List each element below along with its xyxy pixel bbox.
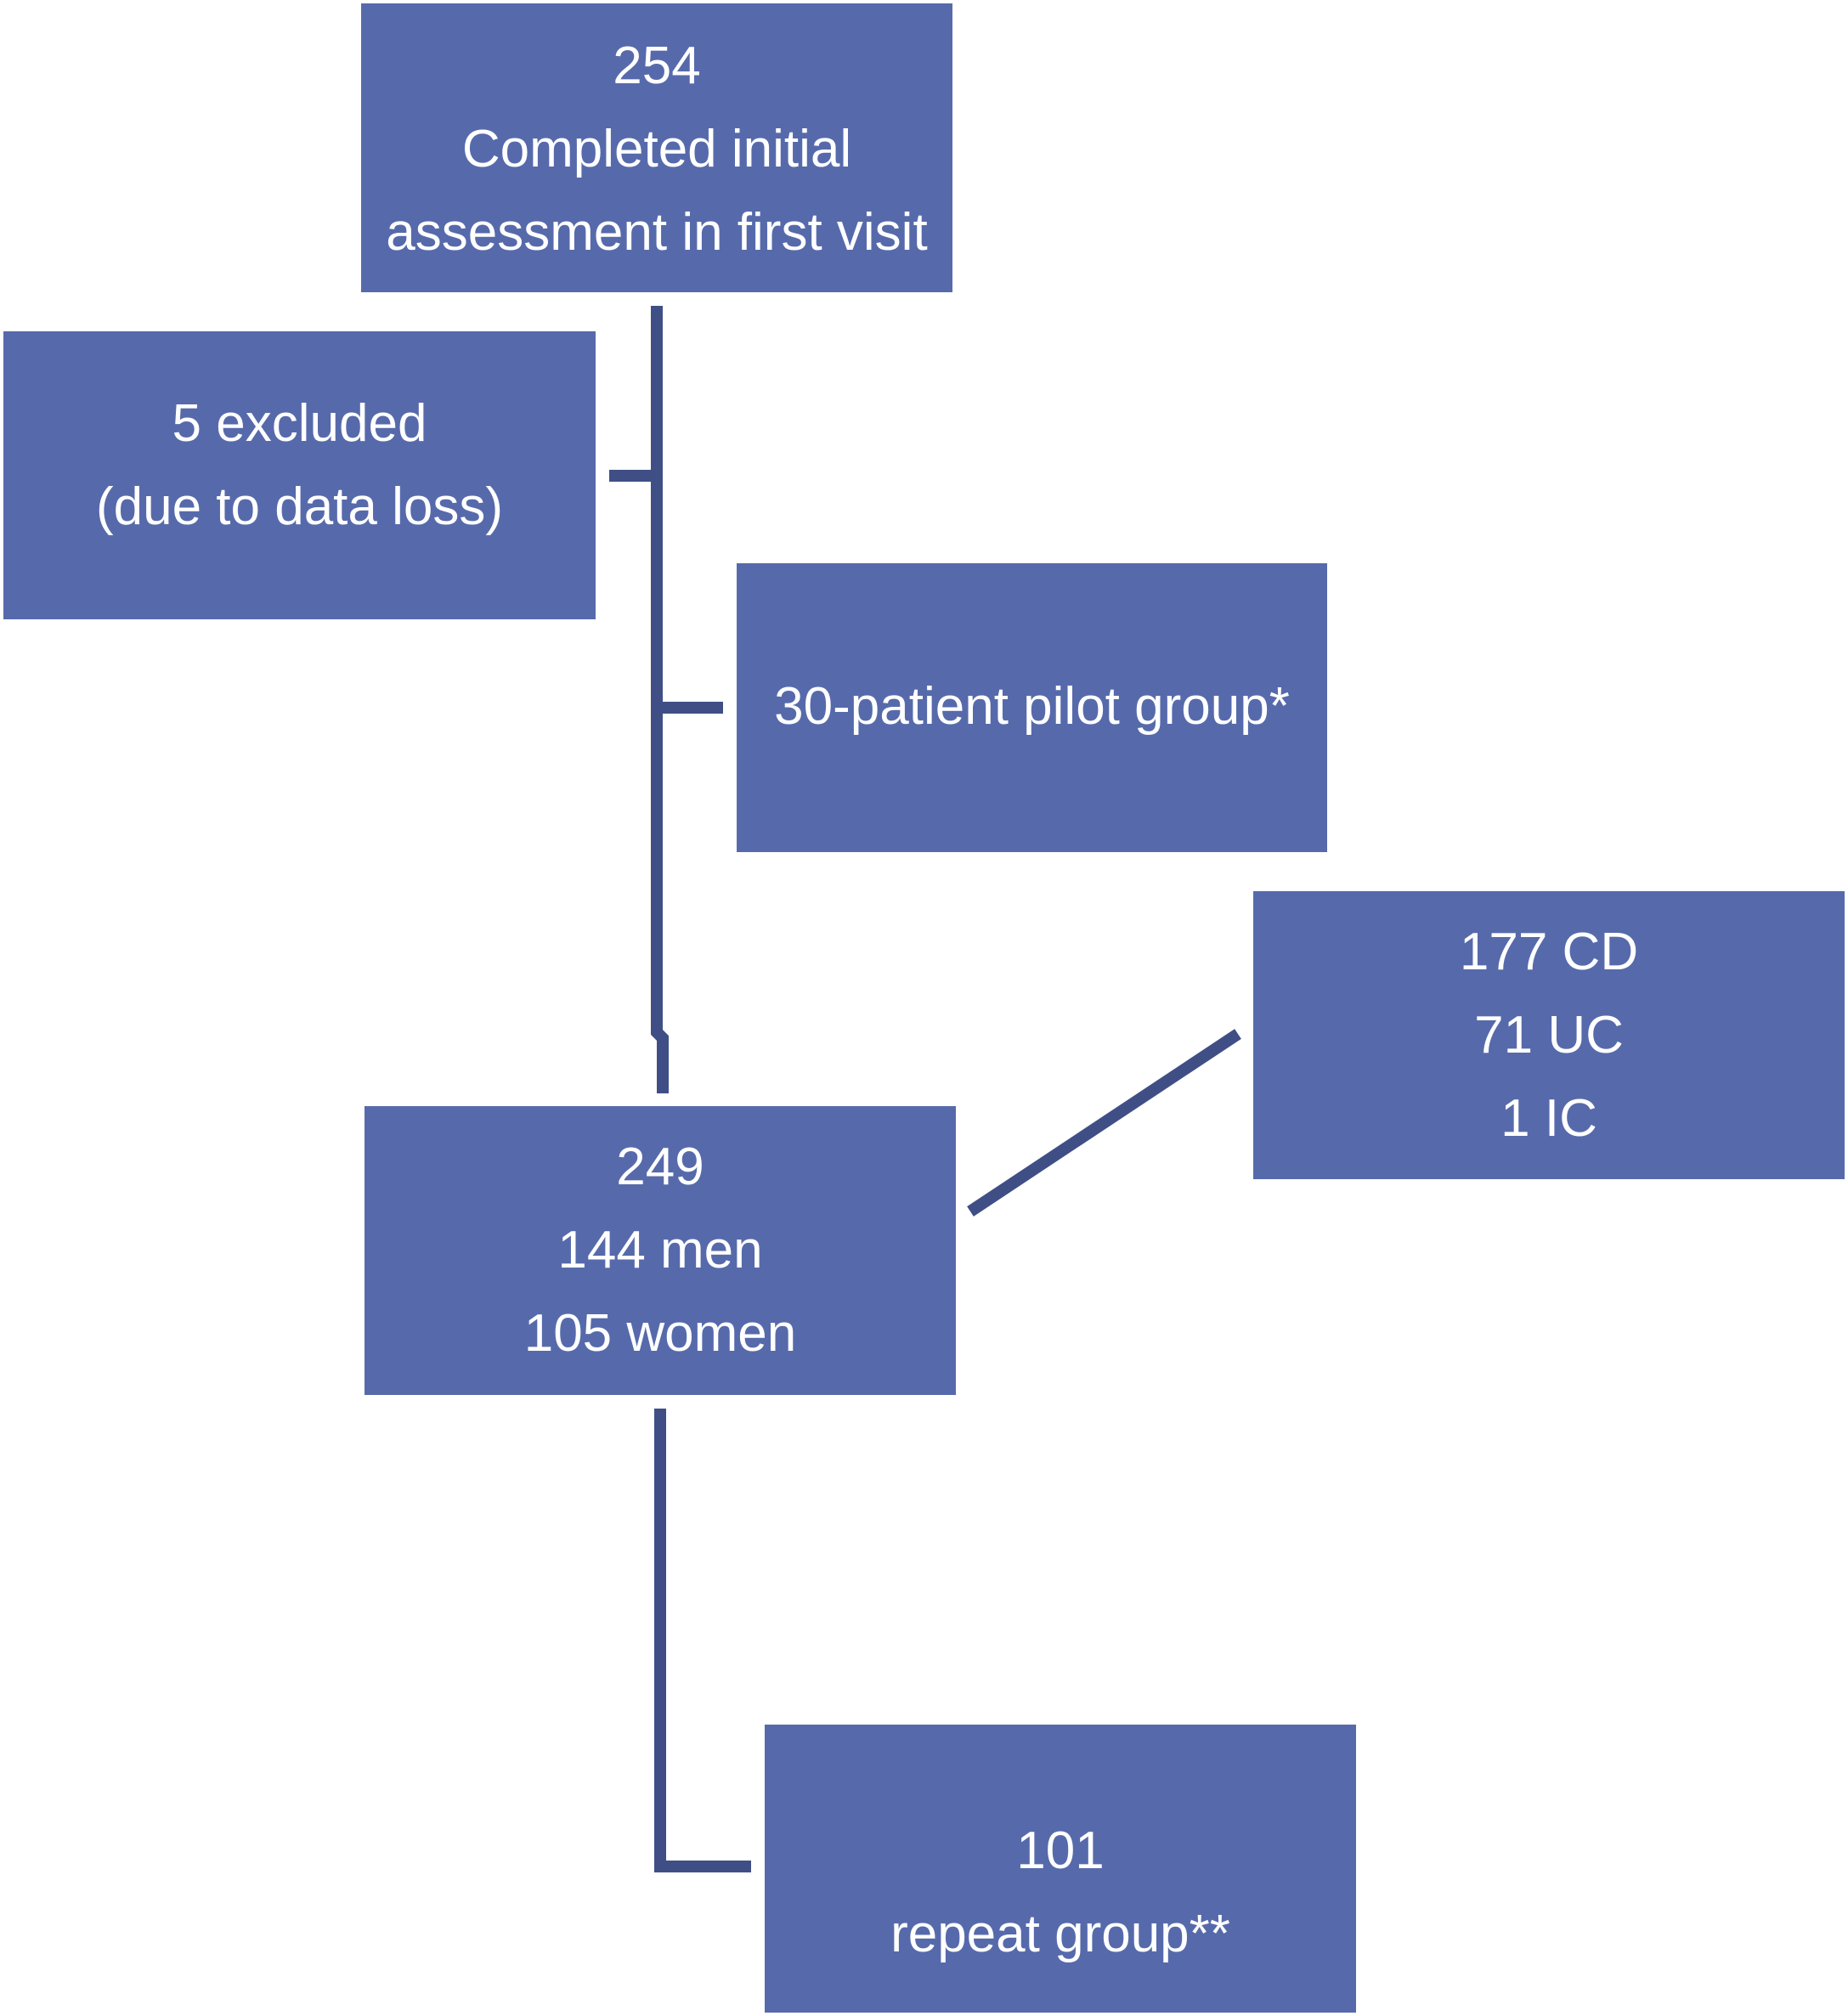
repeat-group-box: 101 repeat group** — [765, 1725, 1356, 2013]
excluded-count: 5 excluded — [172, 394, 427, 453]
repeat-connector — [654, 1409, 751, 1872]
diagnosis-connector — [967, 1029, 1241, 1217]
pilot-group-box: 30-patient pilot group* — [737, 563, 1327, 852]
repeat-label: repeat group** — [890, 1905, 1230, 1963]
excluded-box: 5 excluded (due to data loss) — [3, 331, 596, 619]
diagnosis-uc: 71 UC — [1474, 1006, 1624, 1064]
initial-count: 254 — [613, 37, 701, 95]
cohort-women: 105 women — [523, 1304, 797, 1363]
cohort-box: 249 144 men 105 women — [365, 1106, 956, 1395]
repeat-count: 101 — [1016, 1821, 1105, 1880]
diagnosis-box: 177 CD 71 UC 1 IC — [1253, 891, 1845, 1179]
cohort-count: 249 — [616, 1138, 704, 1196]
pilot-group-label: 30-patient pilot group* — [774, 677, 1290, 736]
diagnosis-ic: 1 IC — [1500, 1089, 1597, 1148]
diagnosis-cd: 177 CD — [1459, 923, 1639, 981]
cohort-men: 144 men — [557, 1221, 763, 1279]
initial-assessment-box: 254 Completed initial assessment in firs… — [361, 3, 952, 292]
initial-label-line-1: Completed initial — [461, 120, 852, 178]
excluded-reason: (due to data loss) — [95, 477, 504, 536]
initial-label-line-2: assessment in first visit — [386, 203, 928, 262]
trunk-connector — [651, 306, 669, 1093]
